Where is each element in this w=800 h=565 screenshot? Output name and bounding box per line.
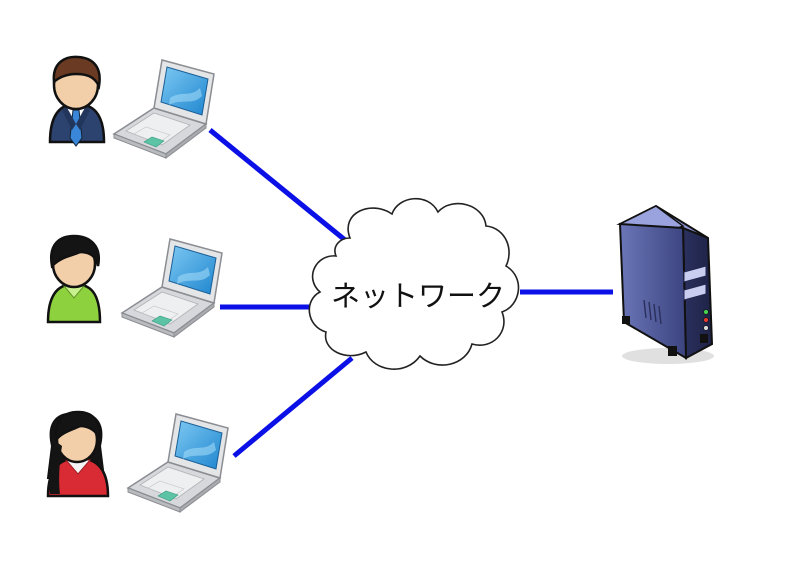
laptop-icon xyxy=(113,59,215,159)
user-woman-icon xyxy=(46,410,110,498)
server-icon xyxy=(616,204,714,364)
network-links xyxy=(208,128,613,458)
laptop-icon xyxy=(127,413,229,513)
user-man-icon xyxy=(46,234,102,324)
laptop-1 xyxy=(113,59,215,159)
link-laptop-3 xyxy=(232,356,354,458)
laptop-2 xyxy=(121,238,223,338)
cloud-label: ネットワーク xyxy=(331,279,505,313)
laptop-icon xyxy=(121,238,223,338)
laptop-3 xyxy=(127,413,229,513)
link-laptop-1 xyxy=(208,128,347,242)
network-cloud: ネットワーク xyxy=(308,197,520,370)
cloud-icon xyxy=(308,197,520,370)
user-businessman-icon xyxy=(48,55,106,147)
